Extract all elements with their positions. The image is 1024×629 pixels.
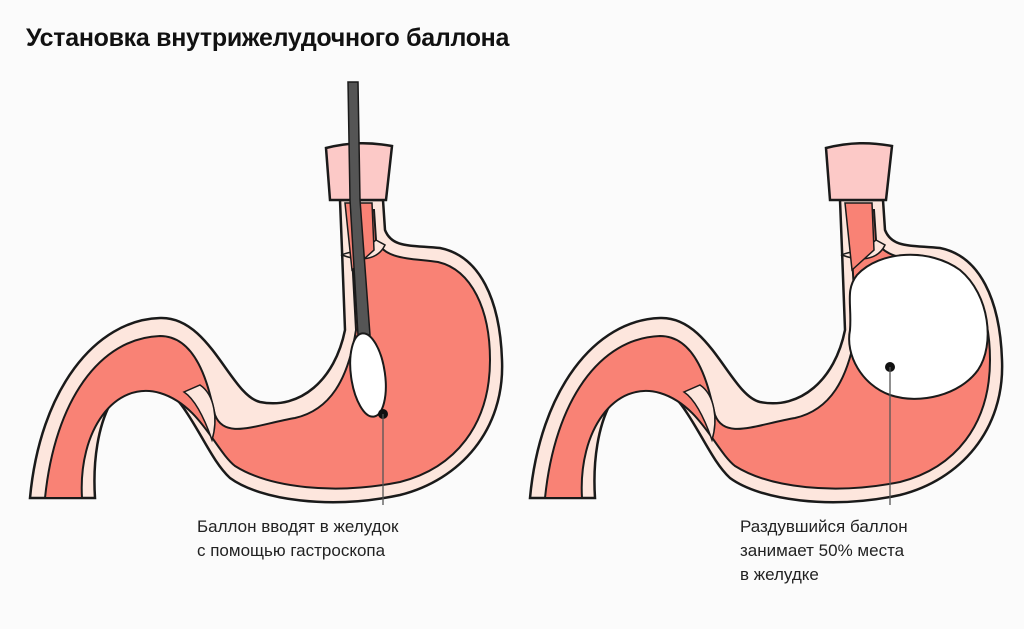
caption-line: Баллон вводят в желудок: [197, 517, 399, 536]
caption-line: в желудке: [740, 565, 819, 584]
stomach-right-illustration: [528, 141, 1004, 505]
balloon-deflated-icon: [349, 332, 387, 418]
caption-left: Баллон вводят в желудок с помощью гастро…: [197, 515, 398, 563]
caption-line: занимает 50% места: [740, 541, 905, 560]
caption-line: Раздувшийся баллон: [740, 517, 908, 536]
page-title: Установка внутрижелудочного баллона: [26, 24, 510, 52]
balloon-inflated-icon: [848, 253, 989, 400]
caption-line: с помощью гастроскопа: [197, 541, 386, 560]
stomach-left-illustration: [28, 81, 504, 505]
gastroscope-icon: [347, 81, 371, 336]
caption-right: Раздувшийся баллон занимает 50% места в …: [740, 515, 908, 587]
